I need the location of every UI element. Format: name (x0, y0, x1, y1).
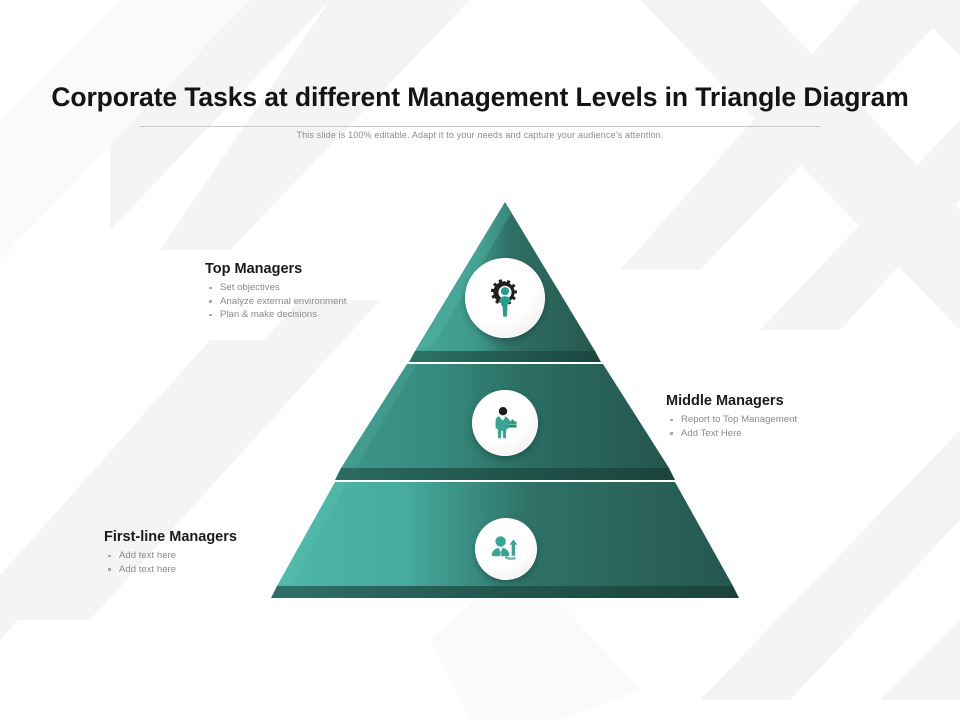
pyramid-diagram (265, 196, 745, 608)
person-gear-icon (490, 279, 517, 317)
person-growth-arrow-icon (491, 536, 518, 560)
bullet-item: Add Text Here (666, 427, 797, 441)
text-block-top-managers: Top Managers Set objectives Analyze exte… (205, 260, 346, 322)
slide-subtitle: This slide is 100% editable. Adapt it to… (296, 130, 664, 140)
businessman-briefcase-icon (495, 407, 517, 439)
bullet-item: Plan & make decisions (205, 308, 346, 322)
level-bullets-first-line: Add text here Add text here (104, 549, 237, 576)
text-block-middle-managers: Middle Managers Report to Top Management… (666, 392, 797, 440)
bullet-item: Report to Top Management (666, 413, 797, 427)
title-divider (140, 126, 820, 127)
bullet-item: Add text here (104, 549, 237, 563)
level-title-top: Top Managers (205, 261, 303, 277)
icon-badge-middle[interactable] (472, 390, 538, 456)
level-bullets-top: Set objectives Analyze external environm… (205, 281, 346, 322)
level-bullets-middle: Report to Top Management Add Text Here (666, 413, 797, 440)
level-title-middle: Middle Managers (666, 393, 784, 409)
bullet-item: Analyze external environment (205, 295, 346, 309)
page-title: Corporate Tasks at different Management … (51, 82, 909, 112)
icon-badge-top[interactable] (465, 258, 545, 338)
bullet-item: Set objectives (205, 281, 346, 295)
bullet-item: Add text here (104, 563, 237, 577)
level-title-first-line: First-line Managers (104, 529, 237, 545)
text-block-first-line-managers: First-line Managers Add text here Add te… (104, 528, 237, 576)
icon-badge-first-line[interactable] (475, 518, 537, 580)
